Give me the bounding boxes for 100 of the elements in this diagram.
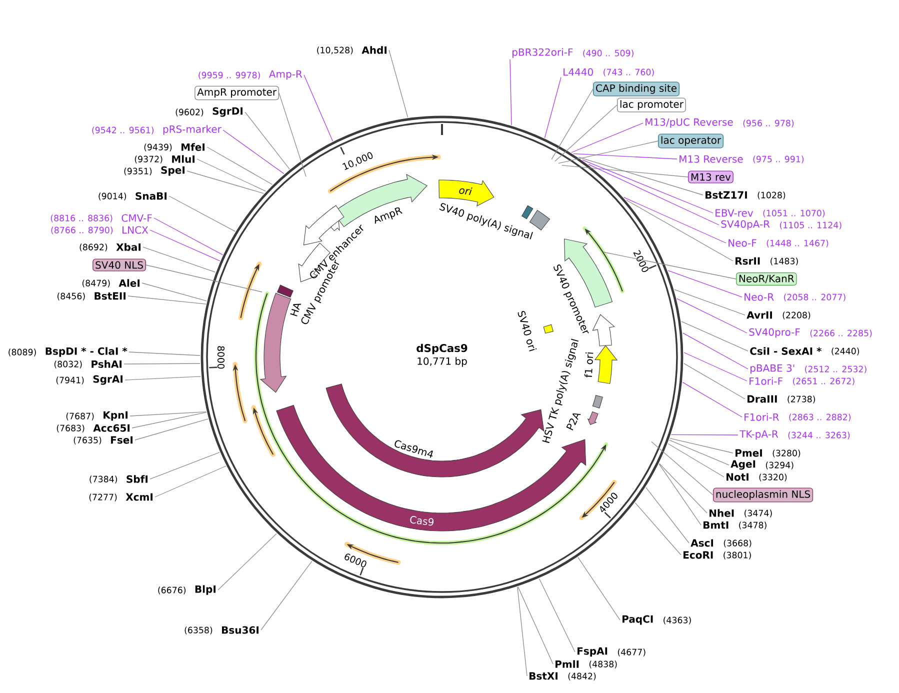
position-label: (7635)	[74, 436, 102, 444]
enzyme-label: PshAI	[92, 360, 122, 368]
position-label: (956 .. 978)	[743, 120, 794, 128]
primer-label: M13/pUC Reverse	[646, 118, 733, 128]
enzyme-label: BmtI	[704, 521, 728, 529]
leader-line	[544, 77, 562, 138]
enzyme-label: SpeI	[161, 166, 184, 176]
leader-line	[150, 230, 220, 262]
position-label: (4363)	[664, 616, 691, 624]
leader-line	[134, 418, 208, 440]
enzyme-label: SgrDI	[212, 107, 242, 117]
position-label: (9014)	[98, 192, 126, 200]
position-label: (2651 .. 2672)	[793, 378, 854, 386]
enzyme-label: XbaI	[116, 243, 140, 251]
feature-label: CAP binding site	[593, 82, 680, 96]
position-label: (1483)	[770, 258, 798, 266]
leader-line	[150, 452, 220, 480]
position-label: (9542 .. 9561)	[92, 126, 154, 134]
enzyme-label: AscI	[690, 539, 714, 547]
enzyme-label: FspAI	[578, 647, 608, 657]
position-label: (8032)	[54, 360, 82, 368]
position-label: (3244 .. 3263)	[788, 432, 850, 440]
position-label: (3320)	[759, 474, 787, 482]
feature-label: NeoR/KanR	[736, 272, 797, 286]
leader-line	[146, 264, 262, 292]
leader-line	[124, 363, 200, 364]
leader-line	[682, 382, 742, 418]
feature-block: SV40 ori	[518, 310, 554, 352]
primer-label: Neo-R	[744, 293, 774, 301]
leader-line	[668, 440, 730, 466]
leader-line	[684, 352, 748, 382]
enzyme-label: DraIII	[748, 395, 777, 403]
position-label: (2058 .. 2077)	[784, 294, 846, 302]
leader-line	[186, 170, 264, 194]
position-label: (3668)	[724, 540, 752, 548]
leader-line	[551, 88, 594, 160]
primer-label: pBR322ori-F	[512, 48, 573, 58]
primer-label: SV40pro-F	[749, 328, 800, 338]
leader-line	[682, 332, 748, 370]
leader-line	[588, 164, 720, 226]
feature-label: lac operator	[658, 134, 724, 148]
position-label: (1028)	[758, 192, 786, 200]
enzyme-label: BstEII	[94, 292, 126, 300]
position-label: (1448 .. 1467)	[766, 240, 828, 248]
position-label: (2440)	[832, 348, 860, 356]
leader-line	[668, 443, 724, 478]
leader-line	[518, 586, 554, 664]
primer-label: F1ori-F	[750, 377, 782, 385]
enzyme-label: SbfI	[126, 475, 148, 483]
leader-line	[561, 164, 688, 178]
leader-line	[128, 352, 200, 356]
position-label: (490 .. 509)	[583, 50, 634, 58]
enzyme-label: BlpI	[195, 585, 216, 595]
enzyme-label: Acc65I	[93, 424, 130, 432]
node-label: HA	[290, 304, 302, 316]
leader-line	[538, 578, 576, 652]
enzyme-label: AgeI	[730, 460, 756, 470]
leader-line	[651, 441, 714, 496]
primer-label: EBV-rev	[716, 209, 754, 217]
leader-line	[222, 130, 284, 174]
position-label: (975 .. 991)	[753, 156, 804, 164]
primer-label: pBABE 3'	[750, 364, 794, 374]
node-label: P2A	[566, 413, 581, 430]
leader-line	[670, 438, 734, 454]
position-label: (7683)	[56, 424, 84, 432]
position-label: (7687)	[66, 412, 94, 420]
position-label: (9959 .. 9978)	[198, 72, 260, 80]
position-label: (9439)	[144, 144, 172, 152]
leader-line	[623, 196, 726, 244]
leader-line	[510, 59, 512, 126]
leader-line	[388, 50, 408, 118]
enzyme-label: RsrII	[736, 257, 760, 265]
plasmid-name: dSpCas9	[416, 344, 468, 354]
gene-feature-segment	[260, 292, 292, 393]
enzyme-label: PaqCI	[622, 615, 653, 625]
primer-label: SV40pA-R	[721, 220, 770, 230]
enzyme-label: EcoRI	[684, 551, 713, 559]
position-label: (8816 .. 8836)	[50, 214, 112, 222]
position-label: (3294)	[766, 462, 794, 470]
primer-label: LNCX	[122, 226, 148, 234]
leader-line	[582, 159, 714, 214]
leader-line	[142, 246, 216, 273]
feature-label: nucleoplasmin NLS	[713, 488, 814, 502]
position-label: (3801)	[724, 552, 751, 560]
leader-line	[168, 196, 236, 232]
gene-feature-segment: f1 ori	[584, 345, 618, 384]
leader-line	[572, 153, 678, 160]
enzyme-label: SnaBI	[136, 192, 166, 200]
position-label: (1051 .. 1070)	[763, 210, 825, 218]
primer-label: pRS-marker	[163, 125, 222, 135]
leader-line	[676, 298, 748, 334]
enzyme-label: Bsu36I	[222, 626, 258, 634]
position-label: (9372)	[134, 156, 162, 164]
leader-line	[132, 412, 207, 428]
leader-line	[681, 321, 748, 352]
position-label: (4842)	[568, 672, 596, 680]
leader-line	[142, 282, 207, 302]
leader-line	[244, 112, 290, 170]
feature-label: M13 rev	[688, 170, 734, 184]
leader-line	[304, 74, 334, 142]
